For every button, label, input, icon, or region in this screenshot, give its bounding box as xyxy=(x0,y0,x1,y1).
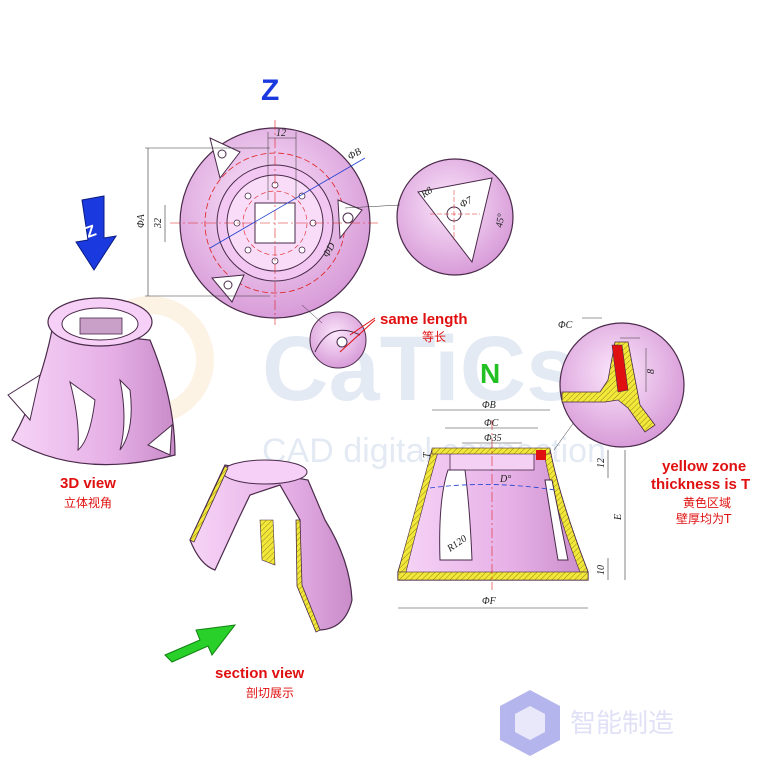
yellow-zone-cn1: 黄色区域 xyxy=(683,496,732,510)
section-view-label: section view xyxy=(215,665,305,682)
z-direction-arrow: Z xyxy=(75,195,118,271)
section-view xyxy=(189,459,353,633)
dimension-t-fT: T xyxy=(422,451,433,458)
detail-lobe: R8 Φ7 45° xyxy=(344,158,514,276)
brand-logo: 智能制造 xyxy=(500,690,674,756)
view-n-label: N xyxy=(480,358,501,389)
dimension-wm-logo: 智能制造 xyxy=(570,709,674,739)
view-z-label: Z xyxy=(261,74,280,107)
same-length-label: same length xyxy=(380,311,468,328)
view-3d xyxy=(7,297,176,466)
dimension-t-f12: 12 xyxy=(596,458,607,468)
section-view-cn: 剖切展示 xyxy=(246,686,295,700)
yellow-zone-line1: yellow zone xyxy=(662,458,747,475)
top-view: 12 ΦB ΦA 32 ΦD xyxy=(136,120,380,325)
view-3d-label: 3D view xyxy=(60,475,116,492)
yellow-zone-line2: thickness is T xyxy=(651,476,751,493)
dimension-t-fC: ΦC xyxy=(484,418,499,429)
dimension-t-f35: Φ35 xyxy=(484,433,502,444)
yellow-zone-cn2: 壁厚均为T xyxy=(676,512,732,526)
dimension-t-phiA: ΦA xyxy=(136,213,147,228)
dimension-t-f8: 8 xyxy=(646,369,657,374)
dimension-t-fE: E xyxy=(613,514,624,521)
dimension-t-f10: 10 xyxy=(596,565,607,575)
detail-small xyxy=(301,304,376,369)
detail-wall: ΦC 8 xyxy=(558,317,685,448)
dimension-t-fB: ΦB xyxy=(482,400,496,411)
dimension-t-fD: D° xyxy=(499,474,511,485)
dimension-wm-big: CaTiCs xyxy=(262,318,577,420)
dimension-t-fC2: ΦC xyxy=(558,320,573,331)
dimension-t-d12: 12 xyxy=(276,128,286,139)
dimension-t-d32: 32 xyxy=(153,218,164,229)
same-length-cn: 等长 xyxy=(422,330,447,344)
z-section-arrow xyxy=(164,624,237,663)
front-view: ΦB ΦC Φ35 T 12 E 10 D° R120 ΦF xyxy=(397,399,626,609)
dimension-t-a45: 45° xyxy=(494,213,507,229)
dimension-t-fF: ΦF xyxy=(482,596,497,607)
view-3d-cn: 立体视角 xyxy=(64,496,113,510)
